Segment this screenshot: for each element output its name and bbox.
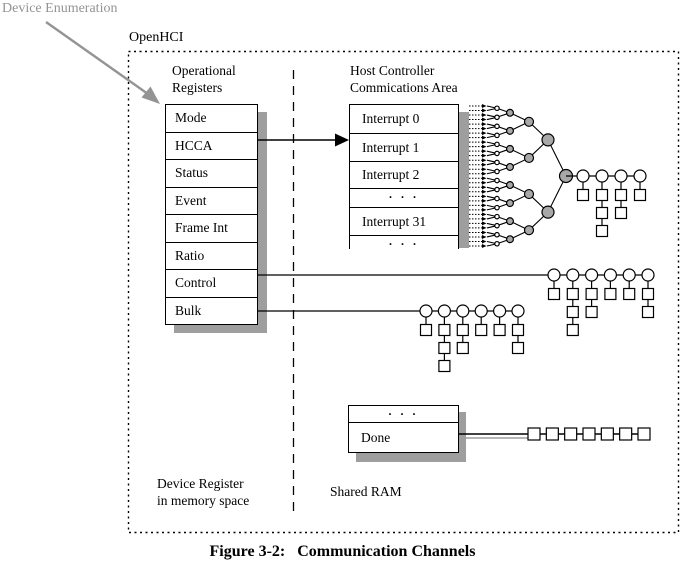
done-queue-chain	[458, 427, 651, 441]
operational-registers-heading-line1: Operational	[172, 63, 236, 78]
hcca-queue-chain	[566, 169, 647, 238]
interrupt-row: Interrupt 1	[350, 134, 458, 162]
register-row: Control	[166, 270, 257, 298]
register-row: HCCA	[166, 133, 257, 160]
interrupt-tree	[469, 104, 574, 248]
done-row: . . .	[349, 405, 458, 423]
interrupt-row: . . .	[389, 234, 419, 248]
done-row: Done	[361, 429, 391, 445]
host-controller-area-heading-line2: Commications Area	[350, 80, 458, 95]
openhci-label: OpenHCI	[129, 30, 184, 45]
register-row: Frame Int	[166, 215, 257, 243]
figure-caption-title: Communication Channels	[297, 543, 476, 560]
hcca-pointer-arrow	[258, 133, 349, 147]
interrupt-row: Interrupt 2	[350, 162, 458, 189]
host-controller-area-heading-line1: Host Controller	[350, 63, 435, 78]
figure-caption-number: Figure 3-2:	[209, 543, 286, 560]
done-queue-box: . . . Done	[348, 405, 459, 453]
operational-registers-heading-line2: Registers	[172, 80, 223, 95]
register-row: Status	[166, 160, 257, 188]
device-enumeration-label: Device Enumeration	[2, 1, 118, 16]
interrupt-row: . . .	[350, 188, 458, 208]
shared-ram-footnote: Shared RAM	[330, 484, 402, 499]
control-queue-chain	[258, 268, 655, 337]
device-register-footnote: Device Register in memory space	[157, 476, 249, 509]
figure-caption: Figure 3-2: Communication Channels	[0, 543, 685, 561]
register-row: Ratio	[166, 243, 257, 270]
bulk-queue-chain	[258, 304, 525, 373]
interrupt-row: Interrupt 31	[350, 208, 458, 236]
interrupt-row: Interrupt 0	[350, 105, 458, 134]
device-register-footnote-line2: in memory space	[157, 492, 250, 508]
operational-registers-heading: Operational Registers	[172, 62, 236, 96]
register-row: Mode	[166, 105, 257, 133]
register-row: Bulk	[166, 298, 257, 325]
interrupt-table-shadow	[458, 112, 469, 248]
host-controller-area-heading: Host Controller Commications Area	[350, 62, 458, 96]
device-register-footnote-line1: Device Register	[157, 476, 244, 491]
register-row: Event	[166, 188, 257, 215]
